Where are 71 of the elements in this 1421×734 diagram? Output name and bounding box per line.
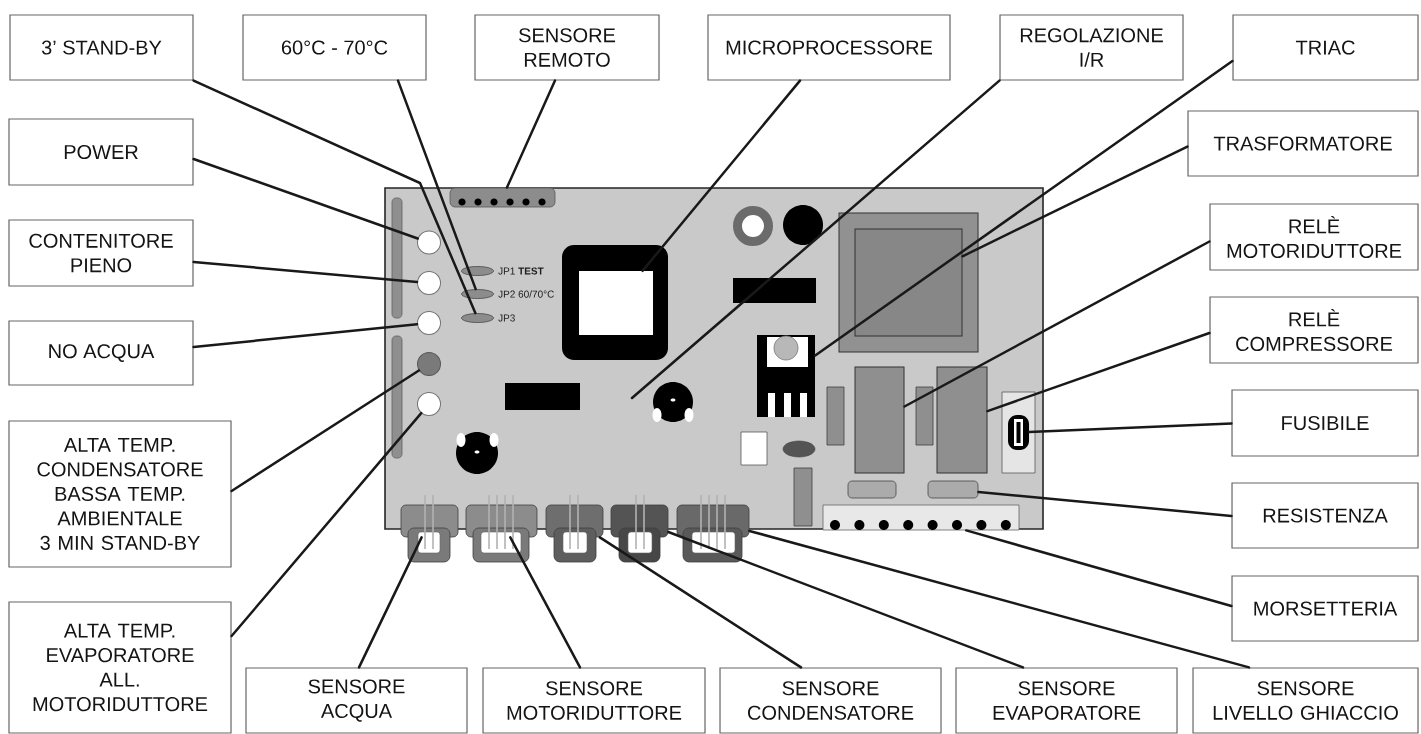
jumper: [461, 266, 494, 276]
led: [417, 271, 441, 295]
jumper: [461, 289, 494, 299]
label-box: 60°C - 70°C: [242, 14, 427, 81]
connector: [400, 494, 459, 563]
leader-line: [505, 79, 557, 189]
leader-line: [965, 529, 1233, 608]
label-box: MORSETTERIA: [1231, 575, 1419, 642]
label-box: FUSIBILE: [1231, 389, 1419, 457]
label-box: POWER: [8, 118, 194, 186]
connector: [545, 494, 604, 563]
leader-line: [641, 79, 802, 273]
fuse: [1001, 391, 1036, 474]
chip: [562, 245, 668, 360]
leader-line: [903, 240, 1211, 408]
jumper-label: JP3: [498, 314, 515, 322]
label-box: RELÈ COMPRESSORE: [1209, 296, 1419, 364]
label-box: SENSORE REMOTO: [474, 14, 660, 81]
relay: [854, 366, 905, 474]
label-box: SENSORE ACQUA: [245, 667, 468, 734]
label-box: ALTA TEMP. CONDENSATORE BASSA TEMP. AMBIENTALE 3 MIN STAND-BY: [8, 420, 232, 568]
leader-line: [977, 490, 1233, 518]
leader-line: [630, 79, 1001, 400]
led: [417, 230, 441, 255]
relay: [936, 366, 988, 474]
jumper-label: JP2 60/70°C: [498, 290, 554, 298]
connector: [465, 494, 538, 563]
ic-chip: [505, 383, 580, 410]
leader-line: [961, 145, 1189, 258]
terminal-block: [822, 504, 1020, 531]
label-box: TRASFORMATORE: [1187, 110, 1419, 177]
triac: [757, 335, 815, 417]
leader-line: [192, 260, 419, 284]
leader-line: [509, 536, 582, 669]
jumper: [461, 313, 494, 323]
ic-chip: [733, 278, 816, 303]
pin-header: [449, 187, 556, 208]
leader-line: [396, 79, 477, 291]
label-box: ALTA TEMP. EVAPORATORE ALL. MOTORIDUTTORE: [8, 601, 232, 734]
label-box: TRIAC: [1232, 14, 1419, 81]
label-box: SENSORE LIVELLO GHIACCIO: [1192, 667, 1419, 734]
label-box: SENSORE MOTORIDUTTORE: [482, 667, 706, 734]
leader-line: [813, 59, 1234, 357]
led: [417, 352, 441, 376]
leader-line: [230, 411, 423, 638]
leader-line: [598, 536, 803, 669]
transformer: [838, 212, 979, 353]
leader-line: [748, 529, 1251, 669]
label-box: RELÈ MOTORIDUTTORE: [1209, 203, 1419, 271]
led: [417, 311, 441, 335]
label-box: 3’ STAND-BY: [9, 14, 194, 81]
label-box: MICROPROCESSORE: [707, 14, 951, 81]
leader-line: [986, 331, 1211, 413]
leader-line: [192, 79, 477, 315]
connector: [676, 494, 750, 563]
label-box: SENSORE EVAPORATORE: [955, 667, 1178, 734]
led: [417, 392, 441, 416]
resistor: [847, 480, 897, 499]
connector: [610, 494, 669, 563]
leader-line: [1027, 422, 1233, 434]
label-box: CONTENITORE PIENO: [8, 219, 194, 287]
leader-line: [357, 536, 423, 669]
leader-line: [192, 157, 419, 240]
label-box: NO ACQUA: [8, 320, 194, 386]
jumper-label: JP1 TEST: [498, 267, 544, 275]
label-box: REGOLAZIONE I/R: [999, 14, 1184, 81]
resistor: [927, 480, 979, 499]
label-box: SENSORE CONDENSATORE: [719, 667, 942, 734]
leader-line: [192, 322, 419, 349]
leader-line: [667, 530, 1025, 669]
label-box: RESISTENZA: [1231, 482, 1419, 549]
